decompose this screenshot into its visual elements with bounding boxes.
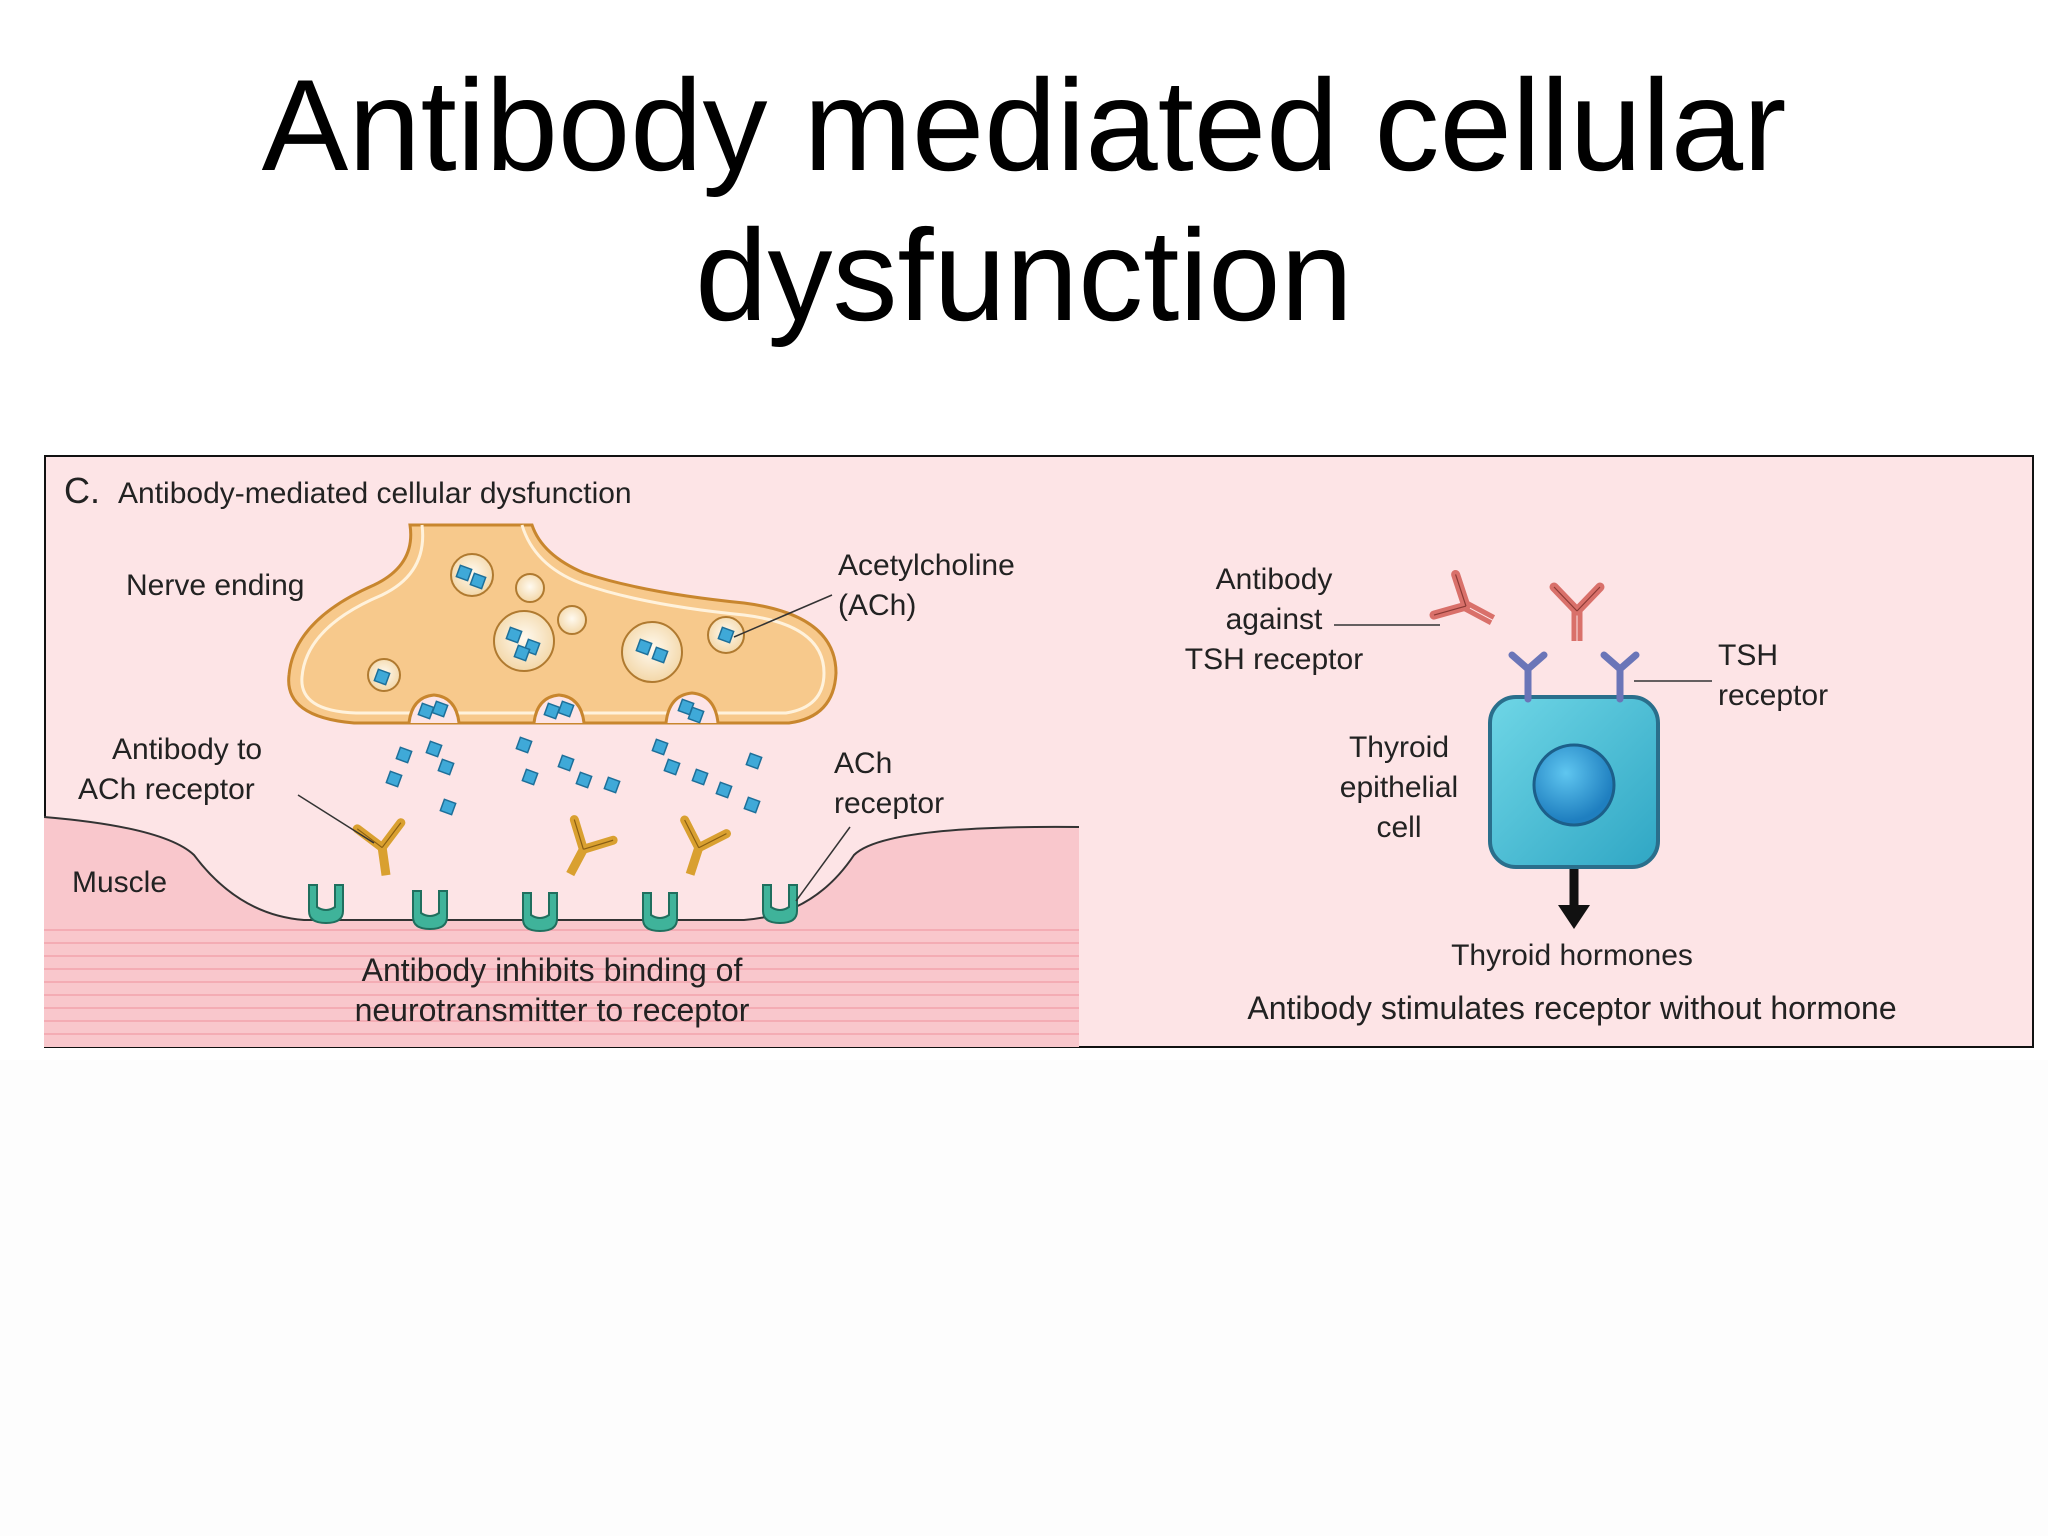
antibody-dysfunction-figure: C. Antibody-mediated cellular dysfunctio…: [44, 455, 2034, 1048]
muscle-tissue: [44, 817, 1079, 1047]
antibody-against-label-line-3: TSH receptor: [1185, 643, 1363, 676]
slide-title-line-1: Antibody mediated cellular: [261, 52, 1787, 198]
antibody-against-label-line-2: against: [1226, 603, 1323, 636]
slide-title-line-2: dysfunction: [695, 202, 1353, 348]
left-caption-line-2: neurotransmitter to receptor: [355, 992, 750, 1028]
thyroid-hormones-label: Thyroid hormones: [1451, 939, 1693, 972]
antibody-leader-line: [297, 794, 375, 844]
thyroid-cell-nucleus: [1532, 743, 1616, 827]
slide-body-blank: [0, 1060, 2048, 1536]
thyroid-cell-label-line-1: Thyroid: [1349, 731, 1449, 764]
muscle-membrane: [44, 816, 1080, 921]
slide-title: Antibody mediated cellular dysfunction: [0, 50, 2048, 350]
muscle-label: Muscle: [72, 866, 167, 899]
muscle-striations: [44, 929, 1079, 1035]
nerve-ending-inner-membrane: [300, 524, 826, 715]
panel-heading: Antibody-mediated cellular dysfunction: [118, 477, 632, 510]
ach-receptor-label-line-2: receptor: [834, 787, 944, 820]
tsh-receptor-label-line-2: receptor: [1718, 679, 1828, 712]
ach-receptor-leader-line: [795, 826, 851, 902]
antibody-to-ach-receptor-line-1: Antibody to: [112, 733, 262, 766]
antibody-against-label-line-1: Antibody: [1216, 563, 1333, 596]
ach-receptor-label-line-1: ACh: [834, 747, 892, 780]
left-caption-line-1: Antibody inhibits binding of: [362, 952, 743, 988]
ach-label-line-1: Acetylcholine: [838, 549, 1015, 582]
synaptic-vesicles: [367, 553, 745, 692]
ach-leader-line: [733, 594, 833, 638]
antibody-to-ach-receptor-line-2: ACh receptor: [78, 773, 255, 806]
panel-letter: C.: [64, 470, 100, 511]
right-caption: Antibody stimulates receptor without hor…: [1247, 990, 1896, 1026]
thyroid-cell-label-line-3: cell: [1376, 811, 1421, 844]
hormone-output-arrow: [1558, 869, 1590, 929]
thyroid-cell-label-line-2: epithelial: [1340, 771, 1458, 804]
ach-label-line-2: (ACh): [838, 589, 916, 622]
tsh-receptor-label-line-1: TSH: [1718, 639, 1778, 672]
nerve-ending-label: Nerve ending: [126, 569, 304, 602]
